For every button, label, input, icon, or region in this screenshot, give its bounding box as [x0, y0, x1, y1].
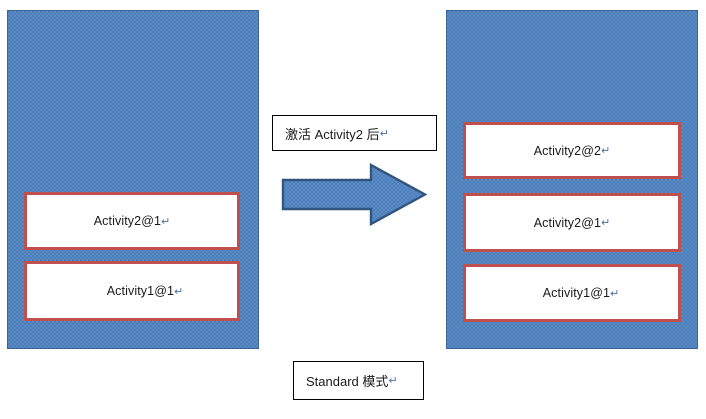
callout-launch-mode-label: Standard 模式: [306, 374, 389, 389]
activity-label: Activity1@1: [542, 286, 611, 300]
activity-label: Activity2@1: [93, 214, 162, 228]
activity-box-activity2-at-1[interactable]: Activity2@1↵: [24, 192, 240, 250]
return-mark-icon: ↵: [388, 375, 398, 387]
return-mark-icon: ↵: [610, 287, 620, 300]
activity-box-activity1-at-1[interactable]: Activity1@1↵: [24, 261, 240, 321]
activity-label: Activity1@1: [106, 284, 175, 298]
callout-activate-activity2: 激活 Activity2 后↵: [272, 115, 437, 151]
return-mark-icon: ↵: [379, 127, 389, 140]
activity-box-activity2-at-2[interactable]: Activity2@2↵: [463, 122, 681, 179]
activity-box-activity2-at-1[interactable]: Activity2@1↵: [463, 193, 681, 252]
activity-label: Activity2@2: [533, 143, 602, 158]
return-mark-icon: ↵: [601, 217, 611, 229]
transition-arrow-icon: [281, 163, 427, 226]
return-mark-icon: ↵: [174, 285, 184, 298]
activity-label: Activity2@1: [533, 215, 602, 230]
task-stack-after-panel: Activity2@2↵ Activity2@1↵ Activity1@1↵: [446, 10, 698, 349]
task-stack-before-panel: Activity2@1↵ Activity1@1↵: [7, 10, 259, 349]
callout-launch-mode: Standard 模式↵: [293, 361, 424, 400]
callout-activate-label: 激活 Activity2 后: [285, 126, 380, 142]
return-mark-icon: ↵: [601, 145, 611, 157]
return-mark-icon: ↵: [161, 215, 171, 228]
activity-box-activity1-at-1[interactable]: Activity1@1↵: [463, 264, 681, 322]
